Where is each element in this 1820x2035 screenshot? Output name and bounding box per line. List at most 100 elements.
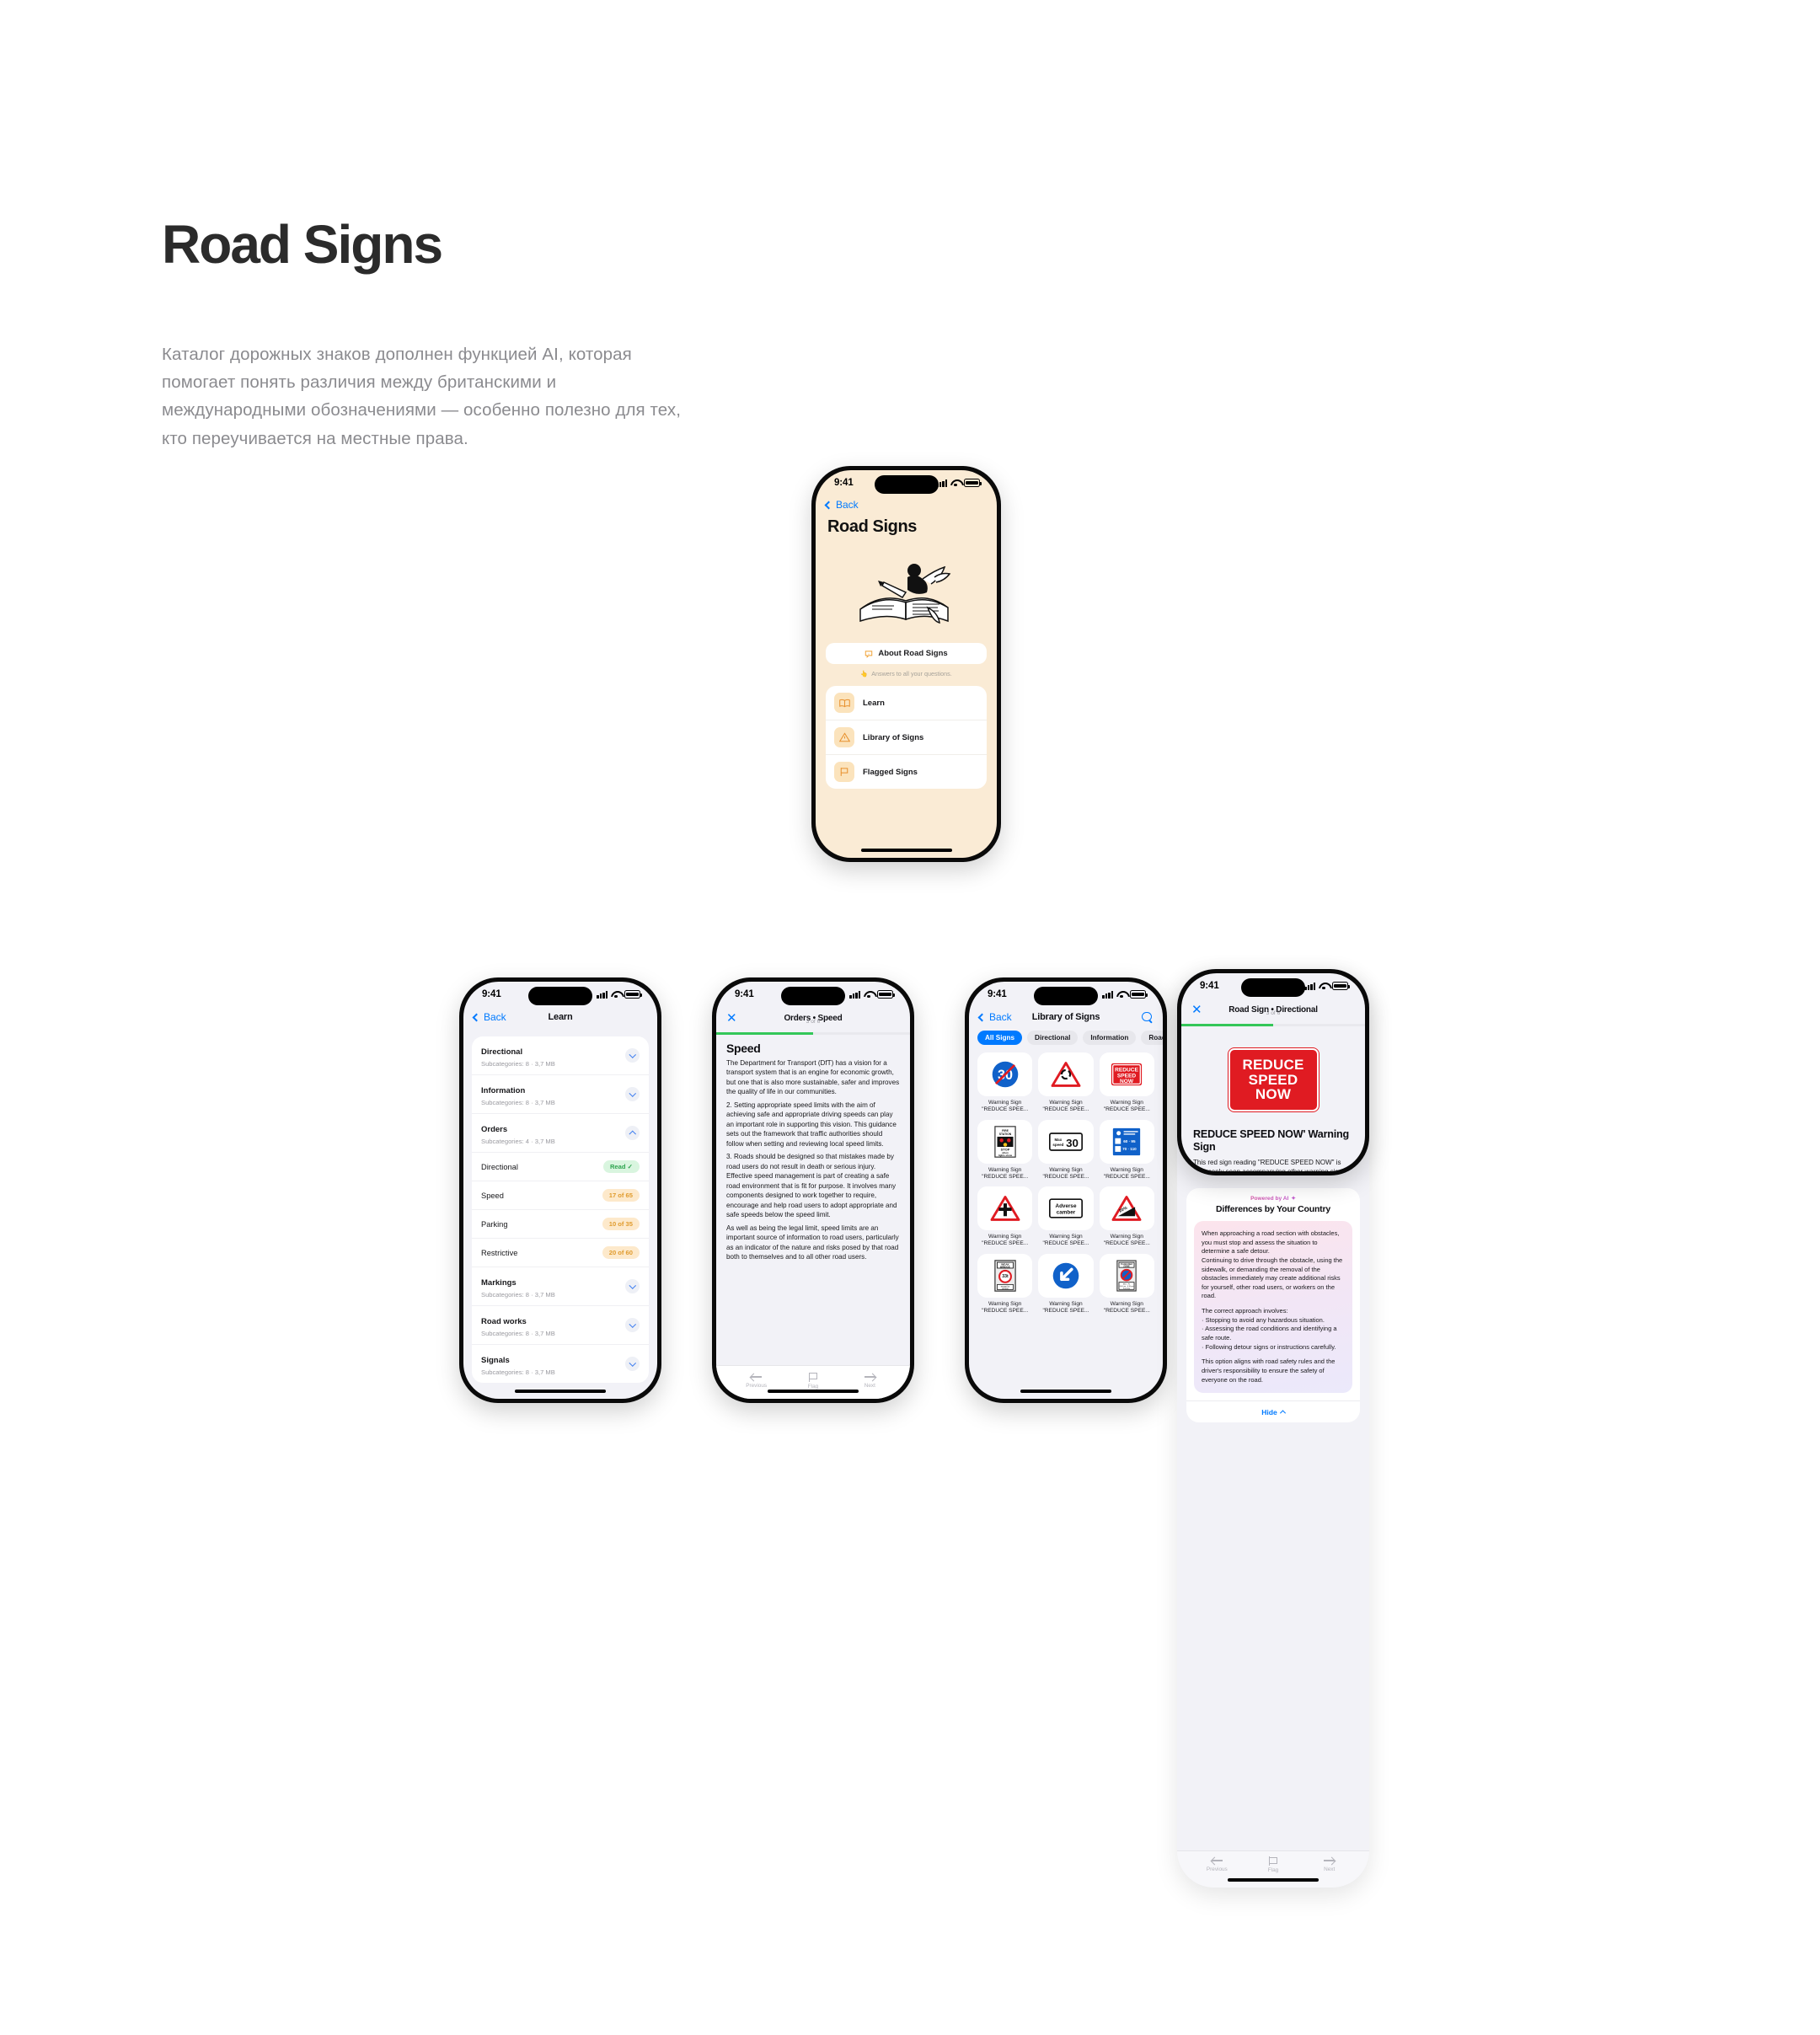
svg-text:Adverse: Adverse: [1055, 1203, 1076, 1209]
home-indicator: [768, 1389, 859, 1393]
about-road-signs-button[interactable]: About Road Signs: [826, 643, 987, 664]
sign-card[interactable]: Max speed 30 Warning Sign "REDUCE SPEE..…: [1038, 1119, 1094, 1181]
sign-card[interactable]: Warning Sign "REDUCE SPEE...: [1038, 1253, 1094, 1315]
category-sub: Subcategories: 8 · 3,7 MB: [481, 1330, 555, 1337]
svg-text:REDUCE: REDUCE: [1115, 1068, 1138, 1074]
chevron-down-icon: [629, 1282, 636, 1288]
next-label: Next: [1324, 1866, 1336, 1872]
subcategory-row[interactable]: Parking 10 of 35: [472, 1210, 649, 1239]
menu-item-library-of-signs[interactable]: Library of Signs: [826, 720, 987, 755]
sign-line-2: SPEED: [1248, 1071, 1298, 1088]
back-button[interactable]: Back: [472, 1011, 506, 1023]
wifi-icon: [864, 991, 874, 999]
expand-toggle[interactable]: [625, 1087, 640, 1101]
subcategory-row[interactable]: Restrictive 20 of 60: [472, 1239, 649, 1267]
sign-card[interactable]: Adverse camber Warning Sign "REDUCE SPEE…: [1038, 1186, 1094, 1248]
menu-item-learn[interactable]: Learn: [826, 686, 987, 720]
expand-toggle[interactable]: [625, 1357, 640, 1371]
hero-phone-mockup: 9:41 Back Road Signs: [811, 466, 1001, 862]
home-indicator: [515, 1389, 606, 1393]
filter-chip-road-works[interactable]: Road w: [1141, 1031, 1163, 1045]
back-button[interactable]: Back: [977, 1011, 1012, 1023]
search-icon[interactable]: [1142, 1011, 1153, 1023]
sign-caption-line2: "REDUCE SPEE...: [1103, 1308, 1150, 1315]
ai-kicker-label: Powered by AI: [1250, 1195, 1289, 1202]
sign-card[interactable]: 20% Warning Sign "REDUCE SPEE...: [1099, 1186, 1154, 1248]
expand-toggle[interactable]: [625, 1048, 640, 1063]
svg-text:Controlled: Controlled: [1121, 1262, 1132, 1266]
detail-body-before: This red sign reading "REDUCE SPEED NOW"…: [1193, 1158, 1346, 1171]
category-row-orders[interactable]: Orders Subcategories: 4 · 3,7 MB: [472, 1114, 649, 1153]
category-sub: Subcategories: 4 · 3,7 MB: [481, 1138, 555, 1145]
flag-button[interactable]: Flag: [784, 1368, 841, 1390]
sign-caption-line1: Warning Sign: [988, 1166, 1022, 1173]
sign-card[interactable]: 60 · 95 70 · 110 Warning Sign "REDUCE SP…: [1099, 1119, 1154, 1181]
status-indicators: [849, 990, 895, 999]
sign-card[interactable]: 30 Warning Sign "REDUCE SPEE...: [977, 1052, 1033, 1114]
sign-caption-line1: Warning Sign: [1110, 1234, 1143, 1240]
sign-caption: Warning Sign "REDUCE SPEE...: [1042, 1301, 1089, 1315]
hero-menu-card: Learn Library of Signs: [826, 686, 987, 789]
menu-label: Flagged Signs: [863, 767, 918, 777]
article-phone-mockup: 9:41 ✕ Orders • Speed 3 of 6 Speed The D…: [712, 977, 914, 1403]
category-row-road-works[interactable]: Road works Subcategories: 8 · 3,7 MB: [472, 1306, 649, 1345]
flag-button[interactable]: Flag: [1245, 1851, 1302, 1877]
filter-chip-information[interactable]: Information: [1083, 1031, 1137, 1045]
sign-card[interactable]: Controlled ZONE Mon - Fri 8.00 am - 6.30…: [1099, 1253, 1154, 1315]
sign-card[interactable]: REDUCE SPEED NOW Warning Sign "REDUCE SP…: [1099, 1052, 1154, 1114]
wifi-icon: [1319, 983, 1329, 990]
detail-body-continued: [1177, 1175, 1369, 1177]
filter-chip-row[interactable]: All Signs Directional Information Road w: [969, 1029, 1163, 1045]
library-phone-mockup: 9:41 Back Library of Signs All Signs Di: [965, 977, 1167, 1403]
subcategory-row[interactable]: Directional Read ✓: [472, 1153, 649, 1181]
expand-toggle[interactable]: [625, 1318, 640, 1332]
sign-caption-line2: "REDUCE SPEE...: [982, 1173, 1029, 1180]
category-name: Orders: [481, 1125, 508, 1134]
weak-bridge-sign: WEAK BRIDGE 33t except for access: [993, 1260, 1016, 1292]
sign-caption: Warning Sign "REDUCE SPEE...: [982, 1234, 1028, 1248]
close-icon[interactable]: ✕: [1191, 1003, 1202, 1017]
svg-text:WEAK: WEAK: [1001, 1262, 1009, 1266]
next-button[interactable]: Next: [1301, 1851, 1357, 1877]
subcategory-name: Restrictive: [481, 1248, 518, 1257]
previous-button[interactable]: Previous: [1189, 1851, 1245, 1877]
svg-text:NOW: NOW: [1120, 1079, 1134, 1084]
page-title: Road Signs: [162, 214, 443, 275]
sign-caption-line2: "REDUCE SPEE...: [982, 1106, 1029, 1113]
sign-card[interactable]: FIRE STATION STOP when lights show Warni…: [977, 1119, 1033, 1181]
info-bubble-icon: [865, 650, 873, 658]
svg-text:ZONE: ZONE: [1124, 1264, 1131, 1267]
sign-caption-line2: "REDUCE SPEE...: [1042, 1106, 1089, 1113]
category-row-markings[interactable]: Markings Subcategories: 8 · 3,7 MB: [472, 1267, 649, 1306]
filter-chip-directional[interactable]: Directional: [1027, 1031, 1079, 1045]
sign-card[interactable]: WEAK BRIDGE 33t except for access Warnin…: [977, 1253, 1033, 1315]
reduce-speed-now-sign: REDUCE SPEED NOW: [1111, 1063, 1143, 1086]
sign-caption-line1: Warning Sign: [1049, 1234, 1083, 1240]
category-name: Signals: [481, 1356, 510, 1365]
menu-item-flagged-signs[interactable]: Flagged Signs: [826, 755, 987, 789]
adverse-camber-sign: Adverse camber: [1048, 1198, 1083, 1218]
detail-text-body: REDUCE SPEED NOW' Warning Sign This red …: [1181, 1127, 1365, 1171]
close-icon[interactable]: ✕: [726, 1011, 737, 1026]
svg-text:STOP: STOP: [1000, 1147, 1009, 1151]
progress-bar: [1181, 1024, 1365, 1026]
subcategory-row[interactable]: Speed 17 of 65: [472, 1181, 649, 1210]
sign-card[interactable]: Warning Sign "REDUCE SPEE...: [977, 1186, 1033, 1248]
sign-image: 30: [977, 1052, 1033, 1096]
category-row-signals[interactable]: Signals Subcategories: 8 · 3,7 MB: [472, 1345, 649, 1383]
collapse-toggle[interactable]: [625, 1126, 640, 1140]
filter-chip-all-signs[interactable]: All Signs: [977, 1031, 1023, 1045]
back-button[interactable]: Back: [824, 499, 985, 511]
reduce-speed-now-sign: REDUCE SPEED NOW: [1227, 1047, 1320, 1113]
expand-toggle[interactable]: [625, 1279, 640, 1293]
category-row-information[interactable]: Information Subcategories: 8 · 3,7 MB: [472, 1075, 649, 1114]
next-button[interactable]: Next: [842, 1368, 898, 1389]
sign-card[interactable]: Warning Sign "REDUCE SPEE...: [1038, 1052, 1094, 1114]
hide-button[interactable]: Hide: [1186, 1400, 1360, 1422]
category-row-directional[interactable]: Directional Subcategories: 8 · 3,7 MB: [472, 1036, 649, 1075]
chevron-up-icon: [1279, 1410, 1286, 1416]
status-time: 9:41: [735, 989, 754, 999]
status-bar: 9:41: [1181, 973, 1365, 999]
previous-button[interactable]: Previous: [728, 1368, 784, 1389]
svg-text:60 · 95: 60 · 95: [1124, 1138, 1137, 1143]
